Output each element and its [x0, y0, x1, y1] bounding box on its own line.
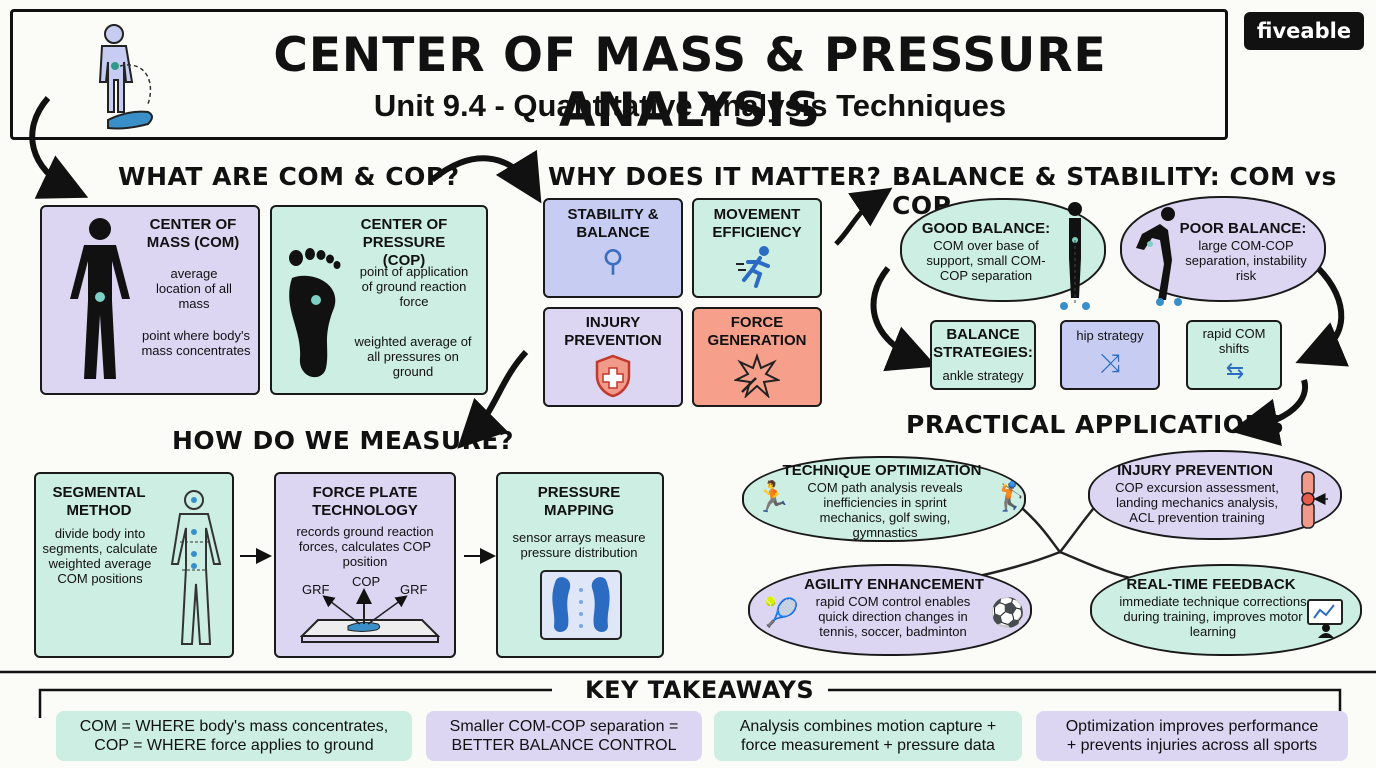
- sprinter-icon: 🏃: [754, 481, 792, 514]
- takeaway-2: Smaller COM-COP separation = BETTER BALA…: [426, 711, 702, 761]
- agility-title: AGILITY ENHANCEMENT: [804, 576, 984, 593]
- pressure-mapping-desc: sensor arrays measure pressure distribut…: [512, 530, 646, 560]
- com-label-average: average location of all mass: [156, 266, 232, 311]
- pressure-mapping-title: PRESSURE MAPPING: [537, 484, 621, 519]
- force-plate-title: FORCE PLATE TECHNOLOGY: [312, 484, 418, 519]
- balance-strategies-title: BALANCE STRATEGIES:: [933, 326, 1033, 361]
- hip-strategy-label: hip strategy: [1076, 328, 1144, 343]
- fiveable-logo: fiveable: [1244, 12, 1364, 50]
- poor-balance-title: POOR BALANCE:: [1179, 220, 1307, 237]
- takeaway-2-line2: BETTER BALANCE CONTROL: [451, 737, 677, 754]
- poor-balance-pill: [1120, 196, 1326, 302]
- cop-label-application: point of application of ground reaction …: [359, 264, 469, 309]
- golfer-icon: 🏌: [994, 481, 1029, 512]
- pressure-grid-icon: [540, 570, 622, 640]
- leaning-person-icon: [1136, 207, 1182, 306]
- agility-pill: [748, 564, 1032, 656]
- soccer-player-icon: ⚽: [990, 597, 1025, 628]
- why-force-card: [692, 307, 822, 407]
- why-stability-card: [543, 198, 683, 298]
- good-balance-desc: COM over base of support, small COM-COP …: [926, 238, 1046, 283]
- feedback-title: REAL-TIME FEEDBACK: [1126, 576, 1296, 593]
- shift-arrows-icon: ⇆: [1225, 358, 1245, 383]
- rotate-arrows-icon: ⤨: [1099, 348, 1121, 378]
- feedback-desc: immediate technique corrections during t…: [1119, 594, 1307, 639]
- why-efficiency-label: MOVEMENT EFFICIENCY: [712, 206, 802, 241]
- com-card: [40, 205, 260, 395]
- takeaway-2-line1: Smaller COM-COP separation =: [449, 718, 679, 735]
- cop-title: CENTER OF PRESSURE (COP): [360, 216, 448, 269]
- takeaway-3-line2: force measurement + pressure data: [741, 737, 995, 754]
- monitor-coach-icon: [1307, 599, 1343, 638]
- takeaway-1-line2: COP = WHERE force applies to ground: [94, 737, 374, 754]
- good-balance-title: GOOD BALANCE:: [921, 220, 1051, 237]
- shield-icon: [595, 354, 631, 398]
- technique-pill: [742, 456, 1026, 542]
- rapid-shifts-label: rapid COM shifts: [1202, 326, 1266, 356]
- burst-icon: [734, 352, 780, 398]
- what-heading: WHAT ARE COM & COP?: [118, 162, 460, 191]
- com-label-concentrates: point where body's mass concentrates: [141, 328, 251, 358]
- rapid-shifts-card: [1186, 320, 1282, 390]
- balance-strategies-card: [930, 320, 1036, 390]
- takeaway-1-line1: COM = WHERE body's mass concentrates,: [79, 718, 389, 735]
- header-frame: [10, 9, 1228, 140]
- injury-prevention-pill: [1088, 450, 1342, 540]
- body-silhouette-icon: [70, 218, 130, 379]
- segmental-title: SEGMENTAL METHOD: [52, 484, 146, 519]
- footprint-icon: [289, 248, 341, 378]
- cop-plate-label: COP: [352, 574, 381, 589]
- agility-desc: rapid COM control enables quick directio…: [815, 594, 971, 639]
- why-heading: WHY DOES IT MATTER?: [548, 162, 882, 191]
- cop-label-weighted: weighted average of all pressures on gro…: [354, 334, 472, 379]
- takeaways-heading: KEY TAKEAWAYS: [585, 676, 815, 704]
- takeaway-3-line1: Analysis combines motion capture +: [739, 718, 997, 735]
- page-subtitle: Unit 9.4 - Quantitative Analysis Techniq…: [373, 88, 1007, 123]
- grf-right-label: GRF: [400, 582, 428, 597]
- force-plate-desc: records ground reaction forces, calculat…: [296, 524, 434, 569]
- page-title: CENTER OF MASS & PRESSURE ANALYSIS: [273, 28, 1107, 138]
- why-stability-label: STABILITY & BALANCE: [567, 206, 659, 241]
- technique-title: TECHNIQUE OPTIMIZATION: [782, 462, 982, 479]
- takeaway-4: Optimization improves performance + prev…: [1036, 711, 1348, 761]
- person-foot-icon: [98, 24, 153, 130]
- grf-left-label: GRF: [302, 582, 330, 597]
- running-person-icon: [736, 246, 770, 288]
- ankle-strategy-label: ankle strategy: [942, 368, 1024, 383]
- poor-balance-desc: large COM-COP separation, instability ri…: [1185, 238, 1307, 283]
- balance-heading: BALANCE & STABILITY: COM vs COP: [892, 162, 1337, 220]
- why-force-label: FORCE GENERATION: [707, 314, 807, 349]
- technique-desc: COM path analysis reveals inefficiencies…: [807, 480, 963, 540]
- hip-strategy-card: [1060, 320, 1160, 390]
- com-title: CENTER OF MASS (COM): [146, 216, 240, 251]
- standing-person-icon: [1060, 202, 1090, 310]
- injury-prevention-title: INJURY PREVENTION: [1117, 462, 1273, 479]
- segmented-body-icon: [170, 490, 222, 645]
- force-plate-icon: [300, 588, 440, 643]
- takeaway-4-line1: Optimization improves performance: [1065, 718, 1319, 735]
- segmental-desc: divide body into segments, calculate wei…: [42, 526, 158, 586]
- segmental-card: [34, 472, 234, 658]
- yoga-pose-icon: ⚲: [602, 245, 624, 278]
- takeaway-1: COM = WHERE body's mass concentrates, CO…: [56, 711, 412, 761]
- practical-heading: PRACTICAL APPLICATIONS: [906, 410, 1285, 439]
- takeaway-4-line2: + prevents injuries across all sports: [1066, 737, 1318, 754]
- measure-heading: HOW DO WE MEASURE?: [172, 426, 514, 455]
- tennis-player-icon: 🎾: [764, 597, 799, 628]
- why-injury-label: INJURY PREVENTION: [564, 314, 662, 349]
- knee-joint-icon: [1301, 471, 1328, 529]
- takeaway-3: Analysis combines motion capture + force…: [714, 711, 1022, 761]
- injury-prevention-desc: COP excursion assessment, landing mechan…: [1115, 480, 1279, 525]
